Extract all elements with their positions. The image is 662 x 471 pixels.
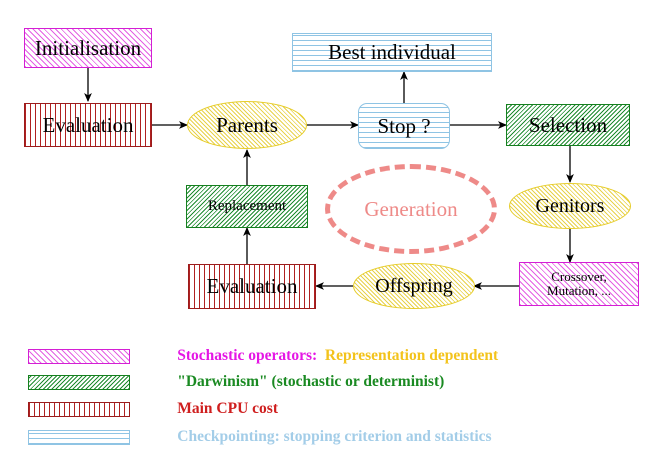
legend-label-checkpointing: Checkpointing: stopping criterion and st…: [154, 410, 492, 464]
legend-row-darwinism: "Darwinism" (stochastic or determinist): [28, 372, 444, 392]
legend-row-main-cpu-cost: Main CPU cost: [28, 399, 278, 419]
node-initialisation[interactable]: Initialisation: [24, 28, 152, 68]
legend-row-checkpointing: Checkpointing: stopping criterion and st…: [28, 427, 492, 447]
node-generation: Generation: [325, 164, 497, 254]
legend-label-darwinism: "Darwinism" (stochastic or determinist): [154, 355, 444, 409]
node-stop[interactable]: Stop ?: [358, 103, 450, 149]
legend-label-stochastic-operators: Stochastic operators: Representation dep…: [154, 329, 498, 383]
node-best-individual[interactable]: Best individual: [292, 33, 492, 72]
node-selection[interactable]: Selection: [506, 104, 630, 146]
legend-part-3-0: Checkpointing: stopping criterion and st…: [177, 428, 492, 445]
legend-part-2-0: Main CPU cost: [177, 400, 278, 417]
legend-swatch-magenta: [28, 348, 130, 364]
legend-swatch-red: [28, 401, 130, 417]
node-parents[interactable]: Parents: [187, 101, 307, 149]
legend-label-main-cpu-cost: Main CPU cost: [154, 382, 278, 436]
legend-part-0-0: Stochastic operators:: [177, 347, 325, 364]
legend-part-1-0: "Darwinism" (stochastic or determinist): [177, 373, 445, 390]
node-replacement[interactable]: Replacement: [186, 185, 308, 228]
legend-swatch-blue: [28, 429, 130, 445]
legend-swatch-green: [28, 374, 130, 390]
legend-row-stochastic-operators: Stochastic operators: Representation dep…: [28, 346, 498, 366]
legend-part-0-1: Representation dependent: [324, 347, 499, 364]
node-crossover-mutation[interactable]: Crossover, Mutation, ...: [519, 262, 639, 306]
node-evaluation-bottom[interactable]: Evaluation: [188, 264, 316, 309]
node-offspring[interactable]: Offspring: [353, 263, 475, 309]
node-genitors[interactable]: Genitors: [509, 183, 631, 229]
node-evaluation-top[interactable]: Evaluation: [24, 103, 152, 147]
